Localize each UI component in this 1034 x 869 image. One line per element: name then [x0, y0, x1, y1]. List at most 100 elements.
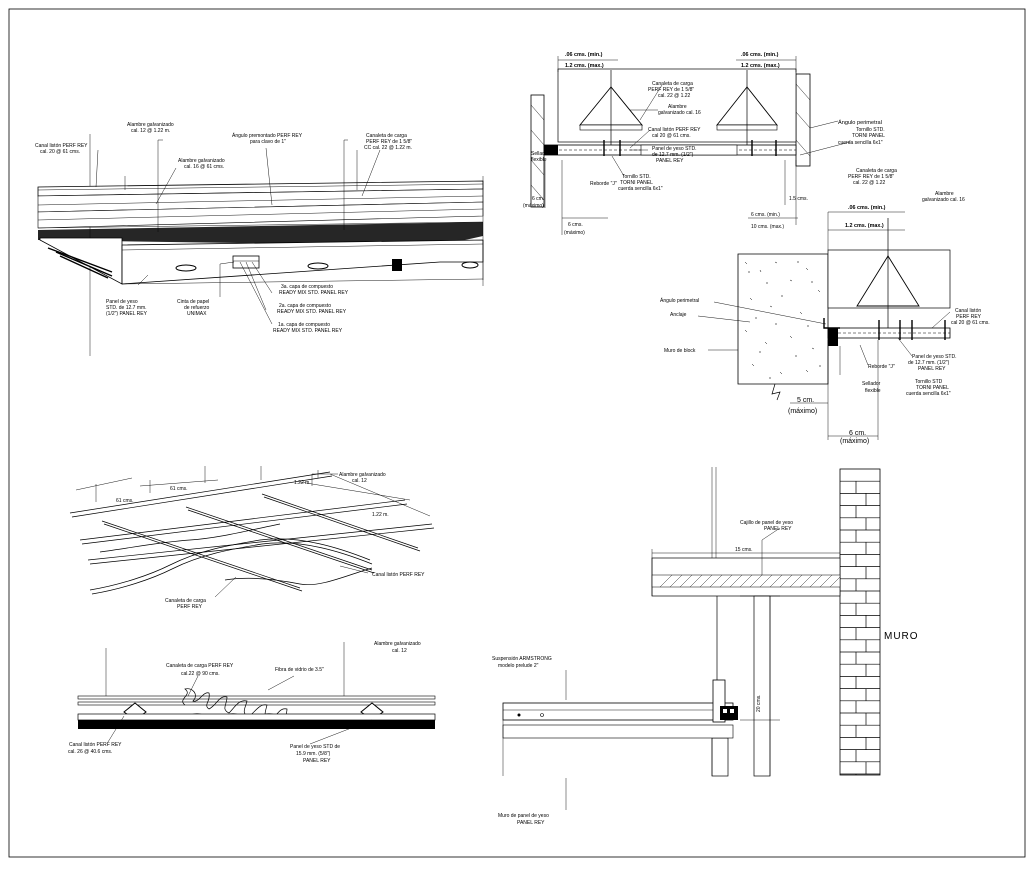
sec-right-label-16: Reborde "J": [868, 364, 895, 370]
sec-right-label-17: Tornillo STD: [915, 379, 943, 385]
sec-right-label-13: Panel de yeso STD.: [912, 354, 956, 360]
sec-top-label-11: Panel de yeso STD.: [652, 146, 696, 152]
detail-section-right: Canaleta de carga PERF REY de 1 5/8" cal…: [660, 168, 990, 445]
iso-label-20: READY MIX STD. PANEL REY: [277, 309, 347, 315]
iso-label-9: Alambre galvanizado: [178, 158, 225, 164]
sec-top-label-4: Canaleta de carga: [652, 81, 693, 87]
sec-top-label-28: 6 cms. (min.): [751, 212, 780, 218]
iso-label-8: cal. 20 @ 61 cms.: [40, 149, 80, 155]
iso-label-12: STD. de 12.7 mm.: [106, 305, 147, 311]
sec-right-label-23: (máximo): [788, 408, 817, 415]
grid-label-3: 61 cms.: [170, 486, 188, 492]
sec-right-label-12: Muro de block: [664, 348, 696, 354]
iso-label-11: Panel de yeso: [106, 299, 138, 305]
drawing-border: [8, 8, 1026, 858]
grid-label-4: 1.22 m.: [294, 480, 311, 486]
sec-top-label-17: cuerda sencilla 6x1": [838, 140, 883, 146]
sec-top-label-22: TORNI PANEL: [620, 180, 653, 186]
grid-label-7: Canaleta de carga: [165, 598, 206, 604]
sec-top-label-2: .06 cms. (min.): [741, 52, 779, 58]
sec-top-label-16: TORNI PANEL: [852, 133, 885, 139]
sec-right-label-22: 5 cm.: [797, 397, 814, 404]
wall-label-1: PANEL REY: [764, 526, 792, 532]
sec-top-label-10: cal 20 @ 61 cms.: [652, 133, 691, 139]
sec-right-label-0: Canaleta de carga: [856, 168, 897, 174]
iso-label-1: cal. 12 @ 1.22 m.: [131, 128, 170, 134]
iso-label-19: 2a. capa de compuesto: [279, 303, 331, 309]
iso-label-2: Ángulo premontado PERF REY: [232, 132, 303, 139]
sec-right-label-7: Ángulo perimetral: [660, 297, 699, 304]
sec-top-label-14: Ángulo perimetral: [838, 119, 882, 126]
grid-label-1: cal. 12: [352, 478, 367, 484]
ins-label-6: cal. 26 @ 40.6 cms.: [68, 749, 112, 755]
sec-top-label-24: 6 cm.: [532, 196, 544, 202]
sec-top-label-15: Tornillo STD.: [856, 127, 885, 133]
sec-right-label-18: TORNI PANEL: [916, 385, 949, 391]
muro-label: MURO: [884, 631, 919, 642]
sec-right-label-8: Anclaje: [670, 312, 687, 318]
iso-label-13: (1/2") PANEL REY: [106, 311, 148, 317]
iso-label-6: CC cal. 22 @ 1.22 m.: [364, 145, 412, 151]
sec-right-label-15: PANEL REY: [918, 366, 946, 372]
wall-label-4: modelo prelude 2": [498, 663, 539, 669]
sec-top-label-7: Alambre: [668, 104, 687, 110]
iso-label-5: PERF REY de 1 5/8": [366, 139, 412, 145]
sec-top-label-5: PERF REY de 1 5/8": [648, 87, 694, 93]
detail-grid-isometric: Alambre galvanizado cal. 12 61 cms. 61 c…: [69, 466, 435, 610]
sec-top-label-23: cuerda sencilla 6x1": [618, 186, 663, 192]
iso-label-14: Cinta de papel: [177, 299, 209, 305]
sec-right-label-3: Alambre: [935, 191, 954, 197]
wall-label-0: Cajillo de panel de yeso: [740, 520, 793, 526]
iso-label-15: de refuerzo: [184, 305, 210, 311]
iso-label-4: Canaleta de carga: [366, 133, 407, 139]
sec-top-label-29: 10 cms. (max.): [751, 224, 784, 230]
iso-label-18: READY MIX STD. PANEL REY: [279, 290, 349, 296]
detail-isometric-ceiling: Alambre galvanizado cal. 12 @ 1.22 m. Án…: [35, 122, 484, 356]
ins-label-7: Panel de yeso STD de: [290, 744, 340, 750]
sec-right-label-10: PERF REY: [956, 314, 982, 320]
sec-top-label-19: flexible: [531, 157, 547, 163]
grid-label-5: 1.22 m.: [372, 512, 389, 518]
sec-right-label-1: PERF REY de 1 5/8": [848, 174, 894, 180]
sec-top-label-21: Tornillo STD.: [622, 174, 651, 180]
sec-top-label-0: .06 cms. (min.): [565, 52, 603, 58]
grid-label-2: 61 cms.: [116, 498, 134, 504]
wall-label-5: 20 cms.: [756, 694, 762, 712]
detail-section-top: .06 cms. (min.) 1.2 cms. (max.) .06 cms.…: [523, 52, 885, 236]
ins-label-3: cal.22 @ 90 cms.: [181, 671, 220, 677]
sec-top-label-1: 1.2 cms. (max.): [565, 63, 604, 69]
sec-top-label-25: (máximo): [523, 203, 544, 209]
ins-label-8: 15.9 mm. (5/8"): [296, 751, 331, 757]
ins-label-5: Canal listón PERF REY: [69, 742, 122, 748]
ins-label-9: PANEL REY: [303, 758, 331, 764]
wall-label-3: Suspensión ARMSTRONG: [492, 656, 552, 662]
sec-top-label-18: Sellador: [531, 151, 550, 157]
sec-top-label-30: 1.5 cms.: [789, 196, 808, 202]
sec-top-label-20: Reborde "J": [590, 181, 617, 187]
sec-right-label-14: de 12.7 mm. (1/2"): [908, 360, 950, 366]
wall-label-7: PANEL REY: [517, 820, 545, 826]
grid-label-6: Canal listón PERF REY: [372, 572, 425, 578]
sec-right-label-19: cuerda sencilla 6x1": [906, 391, 951, 397]
sec-right-label-5: .06 cms. (min.): [848, 205, 886, 211]
sec-top-label-13: PANEL REY: [656, 158, 684, 164]
ins-label-2: Canaleta de carga PERF REY: [166, 663, 234, 669]
iso-label-22: READY MIX STD. PANEL REY: [273, 328, 343, 334]
sec-right-label-9: Canal listón: [955, 308, 981, 314]
sec-right-label-11: cal 20 @ 61 cms.: [951, 320, 990, 326]
grid-label-8: PERF REY: [177, 604, 203, 610]
iso-label-0: Alambre galvanizado: [127, 122, 174, 128]
sec-top-label-9: Canal listón PERF REY: [648, 127, 701, 133]
sec-right-label-6: 1.2 cms. (max.): [845, 223, 884, 229]
sec-right-label-24: 6 cm.: [849, 430, 866, 437]
sec-top-label-12: de 12.7 mm. (1/2"): [652, 152, 694, 158]
sec-right-label-4: galvanizado cal. 16: [922, 197, 965, 203]
sec-top-label-6: cal. 22 @ 1.22: [658, 93, 691, 99]
grid-label-0: Alambre galvanizado: [339, 472, 386, 478]
ins-label-1: cal. 12: [392, 648, 407, 654]
iso-label-17: 3a. capa de compuesto: [281, 284, 333, 290]
detail-wall-suspension: Cajillo de panel de yeso PANEL REY 15 cm…: [492, 467, 919, 826]
detail-insulation: Alambre galvanizado cal. 12 Canaleta de …: [68, 641, 436, 764]
iso-label-16: UNIMAX: [187, 311, 207, 317]
